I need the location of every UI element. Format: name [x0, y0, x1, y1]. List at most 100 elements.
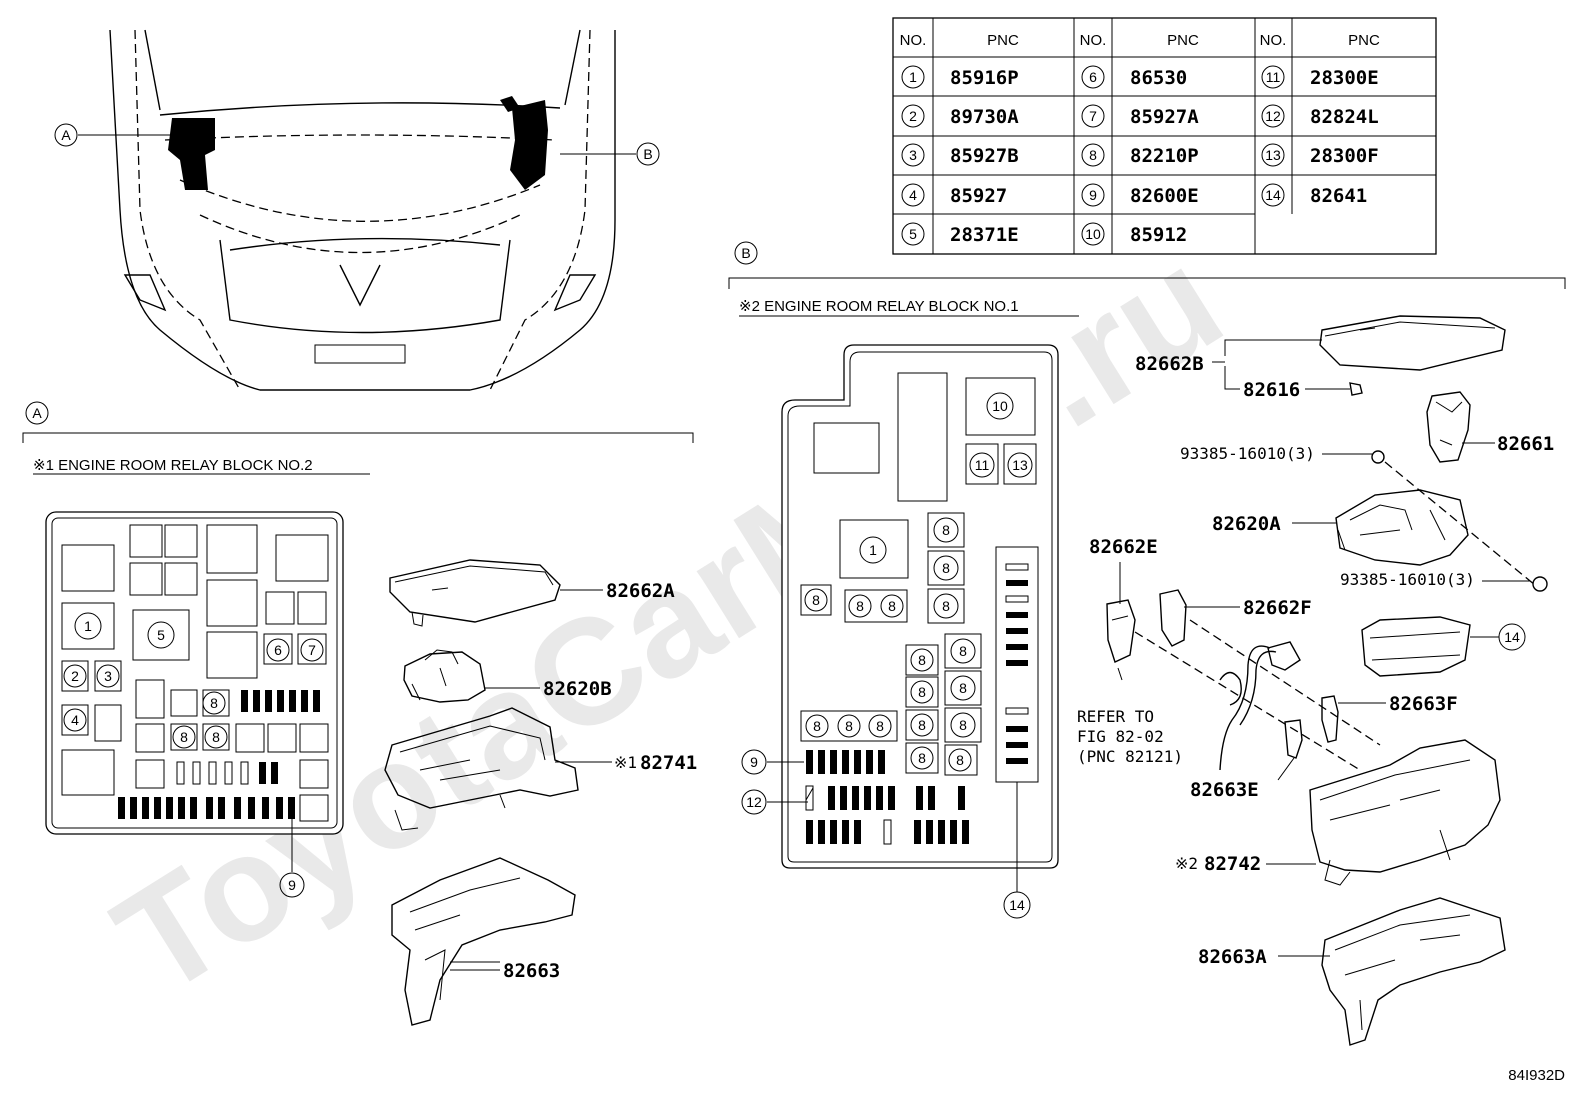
- part-82662a-label: 82662A: [606, 580, 675, 602]
- table-row-no: 11: [1266, 69, 1281, 85]
- part-bolt-bottom-label: 93385-16010(3): [1340, 570, 1475, 589]
- part-bolt-top-label: 93385-16010(3): [1180, 444, 1315, 463]
- marker-b-label: B: [643, 146, 652, 162]
- part-82663e-label: 82663E: [1190, 779, 1259, 801]
- callout-8: 8: [856, 598, 864, 614]
- callout-8: 8: [888, 598, 896, 614]
- callout-8: 8: [959, 643, 967, 659]
- table-header-no-3: NO.: [1260, 32, 1287, 49]
- callout-8: 8: [812, 592, 820, 608]
- table-row-pnc: 85912: [1130, 224, 1187, 246]
- table-row: 2 89730A: [901, 104, 1019, 128]
- table-row-pnc: 28371E: [950, 224, 1019, 246]
- part-82661-label: 82661: [1497, 433, 1554, 455]
- part-82616-label: 82616: [1243, 379, 1300, 401]
- table-row: 1 85916P: [901, 65, 1019, 89]
- callout-8: 8: [956, 752, 964, 768]
- bracket-82663a: 82663A: [1198, 897, 1506, 1046]
- figure-code: 84I932D: [1508, 1067, 1565, 1084]
- section-a-title: ※1 ENGINE ROOM RELAY BLOCK NO.2: [33, 457, 313, 474]
- bolt-bottom: 93385-16010(3): [1340, 570, 1548, 592]
- cover-82662b: 82662B 82616: [1135, 315, 1506, 401]
- part-82663-label: 82663: [503, 960, 560, 982]
- refer-line-3: (PNC 82121): [1077, 747, 1183, 766]
- relay-block-no1-top-view: 10 11 13 1 8 8 8 8 8 8 8 8 8 8 8 8 8 8 8…: [741, 344, 1059, 919]
- table-header-pnc-3: PNC: [1348, 32, 1380, 49]
- callout-8: 8: [918, 652, 926, 668]
- table-row: 13 28300F: [1261, 143, 1379, 167]
- callout-8: 8: [210, 695, 218, 711]
- pnc-table: NO. PNC NO. PNC NO. PNC 1 85916P 2 89730…: [892, 17, 1437, 255]
- callout-8: 8: [942, 522, 950, 538]
- callout-10: 10: [992, 398, 1008, 414]
- callout-8: 8: [959, 717, 967, 733]
- callout-8: 8: [180, 729, 188, 745]
- callout-7: 7: [308, 642, 316, 658]
- callout-4: 4: [71, 712, 79, 728]
- table-row: 4 85927: [901, 183, 1007, 207]
- relay-block-no2-top-view: 1 5 2 3 4 6 7 8 8 8 9: [45, 511, 344, 898]
- callout-8: 8: [918, 717, 926, 733]
- callout-5: 5: [157, 627, 165, 643]
- cover-82662e: 82662E: [1089, 536, 1158, 681]
- block-82741: ※1 82741: [384, 707, 697, 831]
- table-row-no: 9: [1089, 187, 1097, 203]
- table-row-no: 3: [909, 147, 917, 163]
- table-row-pnc: 85927: [950, 185, 1007, 207]
- table-row-no: 4: [909, 187, 917, 203]
- terminal-82663f: 82663F: [1321, 693, 1458, 743]
- table-row-no: 6: [1089, 69, 1097, 85]
- table-row: 3 85927B: [901, 143, 1019, 167]
- callout-1: 1: [84, 618, 92, 634]
- part-82741-prefix: ※1: [614, 753, 637, 772]
- refer-line-2: FIG 82-02: [1077, 727, 1164, 746]
- block-82742: ※2 82742: [1175, 739, 1501, 886]
- table-header-no-1: NO.: [900, 32, 927, 49]
- part-82620b-label: 82620B: [543, 678, 612, 700]
- callout-9: 9: [750, 754, 758, 770]
- part-82663a-label: 82663A: [1198, 946, 1267, 968]
- table-row: 10 85912: [1081, 222, 1187, 246]
- table-row-no: 8: [1089, 147, 1097, 163]
- refer-line-1: REFER TO: [1077, 707, 1154, 726]
- table-row-no: 1: [909, 69, 917, 85]
- callout-8: 8: [942, 560, 950, 576]
- module-14: 14: [1361, 616, 1526, 677]
- cover-82662f: 82662F: [1134, 589, 1381, 771]
- part-82741-label: 82741: [640, 752, 697, 774]
- callout-8: 8: [876, 718, 884, 734]
- callout-8: 8: [212, 729, 220, 745]
- table-row: 12 82824L: [1261, 104, 1379, 128]
- part-82663f-label: 82663F: [1389, 693, 1458, 715]
- wire-harness: [1219, 641, 1301, 771]
- section-b-marker: B: [741, 245, 750, 261]
- table-row-no: 5: [909, 226, 917, 242]
- callout-8: 8: [813, 718, 821, 734]
- table-header-no-2: NO.: [1080, 32, 1107, 49]
- section-b-title: ※2 ENGINE ROOM RELAY BLOCK NO.1: [739, 298, 1019, 315]
- callout-13: 13: [1012, 457, 1028, 473]
- table-row-pnc: 82824L: [1310, 106, 1379, 128]
- table-row-no: 13: [1265, 147, 1281, 163]
- callout-8: 8: [845, 718, 853, 734]
- section-b: B ※2 ENGINE ROOM RELAY BLOCK NO.1: [728, 241, 1566, 1046]
- table-row-pnc: 82210P: [1130, 145, 1199, 167]
- callout-8: 8: [942, 598, 950, 614]
- table-row-pnc: 85916P: [950, 67, 1019, 89]
- vehicle-overview: A B: [54, 29, 660, 391]
- table-header-pnc-2: PNC: [1167, 32, 1199, 49]
- callout-6: 6: [274, 642, 282, 658]
- marker-a-label: A: [61, 127, 71, 143]
- table-row-pnc: 28300F: [1310, 145, 1379, 167]
- callout-8: 8: [918, 750, 926, 766]
- callout-9: 9: [288, 877, 296, 893]
- holder-82620a: 82620A: [1212, 489, 1469, 566]
- part-82662f-label: 82662F: [1243, 597, 1312, 619]
- callout-1: 1: [869, 542, 877, 558]
- table-row-no: 10: [1085, 226, 1101, 242]
- callout-11: 11: [975, 457, 990, 473]
- table-row-no: 12: [1265, 108, 1281, 124]
- section-a: A ※1 ENGINE ROOM RELAY BLOCK NO.2: [22, 401, 697, 1026]
- bracket-82663: 82663: [391, 857, 576, 1026]
